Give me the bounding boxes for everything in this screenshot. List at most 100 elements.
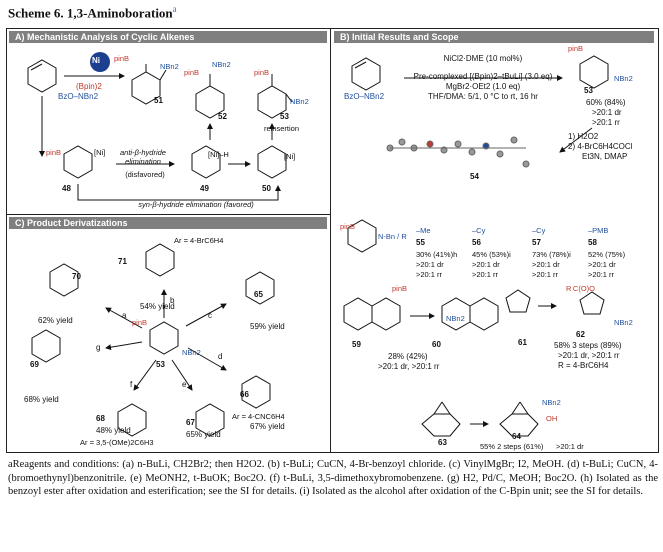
syn-elim-label: syn-β-hydride elimination (favored) bbox=[138, 200, 254, 209]
pinb-48: pinB bbox=[46, 148, 62, 157]
deriv-id-69: 69 bbox=[30, 360, 39, 369]
ring-70 bbox=[49, 263, 79, 297]
cond-solvent: THF/DMA: 5/1, 0 °C to rt, 16 hr bbox=[428, 92, 538, 101]
panel-a-header: A) Mechanistic Analysis of Cyclic Alkene… bbox=[9, 31, 327, 43]
nbn2-53: NBn2 bbox=[290, 97, 309, 106]
deriv-id-70: 70 bbox=[72, 272, 81, 281]
anti-elim-label: anti-β-hydride elimination bbox=[120, 148, 166, 166]
label-53c: 53 bbox=[156, 360, 165, 369]
sel-60: >20:1 dr, >20:1 rr bbox=[378, 362, 440, 371]
label-59: 59 bbox=[352, 340, 361, 349]
nbn2-53b: NBn2 bbox=[614, 74, 633, 83]
pinb-53c: pinB bbox=[132, 318, 148, 327]
deriv-id-66: 66 bbox=[240, 390, 249, 399]
label-53a: 53 bbox=[280, 112, 289, 121]
panel-b-header: B) Initial Results and Scope bbox=[334, 31, 654, 43]
panel-divider-vertical bbox=[330, 28, 331, 452]
deriv-arrow-f: f bbox=[130, 380, 133, 389]
scope-yield-56: 45% (53%)i bbox=[472, 250, 511, 259]
deriv-id-71: 71 bbox=[118, 257, 127, 266]
ring-53-b bbox=[579, 55, 609, 89]
r-62-def: R = 4-BrC6H4 bbox=[558, 361, 609, 370]
scope-dr-55: >20:1 dr bbox=[416, 260, 444, 269]
ni-catalyst-icon bbox=[90, 52, 110, 72]
deriv-id-65: 65 bbox=[254, 290, 263, 299]
ring-48 bbox=[63, 145, 93, 179]
ring-60b bbox=[469, 297, 499, 331]
deriv-yield-67: 65% yield bbox=[186, 430, 221, 439]
ring-65 bbox=[245, 271, 275, 305]
nbn2-53c: NBn2 bbox=[182, 348, 201, 357]
nbn2-60: NBn2 bbox=[446, 314, 465, 323]
nr-scope: N-Bn / R bbox=[378, 232, 407, 241]
label-60: 60 bbox=[432, 340, 441, 349]
scope-group-56: –Cy bbox=[472, 226, 486, 235]
scope-dr-57: >20:1 dr bbox=[532, 260, 560, 269]
scope-dr-56: >20:1 dr bbox=[472, 260, 500, 269]
nbn2-62: NBn2 bbox=[614, 318, 633, 327]
label-51: 51 bbox=[154, 96, 163, 105]
scope-rr-55: >20:1 rr bbox=[416, 270, 443, 279]
scope-ring bbox=[347, 219, 377, 253]
scope-group-58: –PMB bbox=[588, 226, 609, 235]
deriv-arrow-g: g bbox=[96, 343, 101, 352]
deriv-yield-71: 54% yield bbox=[140, 302, 175, 311]
label-63: 63 bbox=[438, 438, 447, 447]
scope-id-55: 55 bbox=[416, 238, 425, 247]
yield-62: 58% 3 steps (89%) bbox=[554, 341, 622, 350]
reagent-bpin2: (Bpin)2 bbox=[76, 82, 102, 91]
step-1: 1) H2O2 bbox=[568, 132, 599, 141]
footnote-text: aReagents and conditions: (a) n-BuLi, CH… bbox=[8, 459, 658, 497]
panel-a-scheme bbox=[27, 52, 293, 201]
deriv-arrow-d: d bbox=[218, 352, 223, 361]
pinb-52: pinB bbox=[184, 68, 200, 77]
step-2: 2) 4-BrC6H4COCl bbox=[568, 142, 633, 151]
label-50: 50 bbox=[262, 184, 271, 193]
footnote-mark: a bbox=[172, 4, 177, 14]
sel-62: >20:1 dr, >20:1 rr bbox=[558, 351, 620, 360]
ring-61 bbox=[505, 289, 531, 313]
nbn2-52: NBn2 bbox=[212, 60, 231, 69]
ring-50 bbox=[257, 145, 287, 179]
scope-dr-58: >20:1 dr bbox=[588, 260, 616, 269]
deriv-yield-70: 62% yield bbox=[38, 316, 73, 325]
scope-id-58: 58 bbox=[588, 238, 597, 247]
scope-id-57: 57 bbox=[532, 238, 541, 247]
ni-48: [Ni] bbox=[94, 148, 106, 157]
ring-53-c bbox=[149, 321, 179, 355]
pinb-60: pinB bbox=[392, 284, 408, 293]
yield-60: 28% (42%) bbox=[388, 352, 428, 361]
label-64: 64 bbox=[512, 432, 521, 441]
label-49: 49 bbox=[200, 184, 209, 193]
scope-group-55: –Me bbox=[416, 226, 431, 235]
scope-yield-55: 30% (41%)h bbox=[416, 250, 458, 259]
ring-59b bbox=[371, 297, 401, 331]
ring-68 bbox=[117, 403, 147, 437]
scope-yield-57: 73% (78%)i bbox=[532, 250, 571, 259]
ring-59a bbox=[343, 297, 373, 331]
cond-catalyst: NiCl2·DME (10 mol%) bbox=[443, 54, 523, 63]
nbn2-51: NBn2 bbox=[160, 62, 179, 71]
scope-yield-58: 52% (75%) bbox=[588, 250, 626, 259]
scheme-frame bbox=[6, 28, 659, 453]
deriv-note-66: Ar = 4-CNC6H4 bbox=[232, 412, 285, 421]
label-52: 52 bbox=[218, 112, 227, 121]
xray-structure bbox=[386, 136, 530, 168]
footnote: aReagents and conditions: (a) n-BuLi, CH… bbox=[8, 458, 658, 499]
panel-b-scheme bbox=[343, 55, 609, 437]
panel-c-scheme bbox=[31, 243, 275, 437]
pinb-53b: pinB bbox=[568, 44, 584, 53]
deriv-yield-66: 67% yield bbox=[250, 422, 285, 431]
label-54: 54 bbox=[470, 172, 479, 181]
ring-62 bbox=[579, 291, 605, 315]
oh-64: OH bbox=[546, 414, 558, 423]
deriv-yield-68: 48% yield bbox=[96, 426, 131, 435]
ring-66 bbox=[241, 375, 271, 409]
panel-c-header: C) Product Derivatizations bbox=[9, 217, 327, 229]
ni-h-49: [Ni]–H bbox=[208, 150, 229, 159]
label-62: 62 bbox=[576, 330, 585, 339]
pinb-scope: pinB bbox=[340, 222, 356, 231]
rr-53: >20:1 rr bbox=[592, 118, 620, 127]
yield-64: 55% 2 steps (61%) bbox=[480, 442, 544, 451]
disfavored-label: (disfavored) bbox=[125, 170, 165, 179]
